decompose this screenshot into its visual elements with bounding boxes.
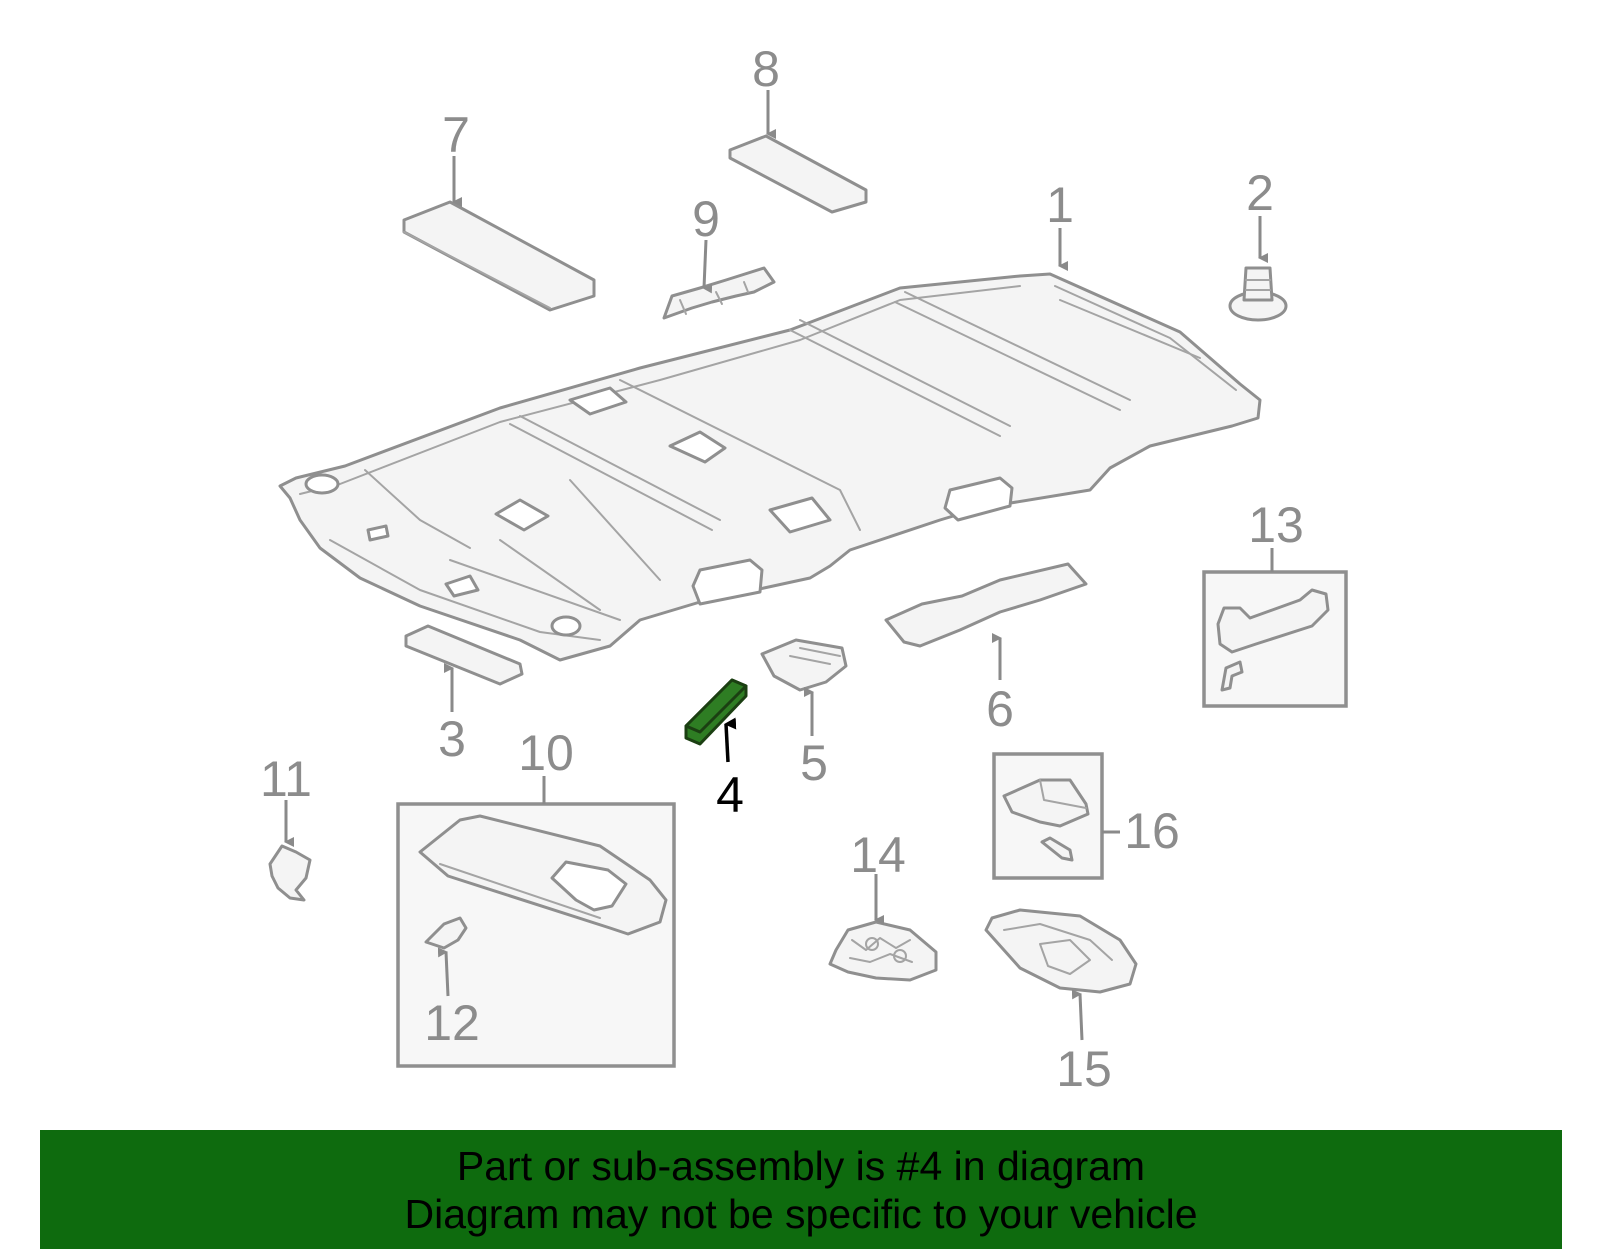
callout-13: 13 [1248,497,1304,553]
callout-15: 15 [1056,1041,1112,1097]
callout-5: 5 [800,735,828,791]
pad-part-8 [728,134,868,214]
callout-16: 16 [1124,803,1180,859]
callout-2: 2 [1246,165,1274,221]
callout-8: 8 [752,41,780,97]
callout-4: 4 [716,767,744,823]
callout-11: 11 [260,751,312,807]
grab-handle-part-13 [1216,588,1330,692]
holder-part-11 [268,844,312,902]
callout-7: 7 [442,107,470,163]
callout-10: 10 [518,725,574,781]
lamp-part-16 [1002,778,1090,862]
pad-part-4-highlighted [684,678,748,746]
headliner-part-1 [278,272,1262,662]
bracket-part-9 [662,266,776,320]
pad-part-3 [404,624,524,686]
bracket-part-5 [760,638,848,692]
callout-1: 1 [1046,177,1074,233]
callout-6: 6 [986,681,1014,737]
clip-part-2 [1228,266,1288,322]
pad-part-6 [884,562,1088,648]
callout-9: 9 [692,191,720,247]
lamp-base-part-14 [828,920,938,982]
pad-part-7 [402,200,596,312]
callout-3: 3 [438,711,466,767]
callout-14: 14 [850,827,906,883]
info-banner: Part or sub-assembly is #4 in diagram Di… [40,1130,1562,1249]
console-housing-part-15 [984,908,1138,994]
banner-line-part-number: Part or sub-assembly is #4 in diagram [456,1142,1146,1189]
sun-visor-part-10 [418,814,668,936]
callout-12: 12 [424,995,480,1051]
banner-line-disclaimer: Diagram may not be specific to your vehi… [404,1190,1198,1237]
